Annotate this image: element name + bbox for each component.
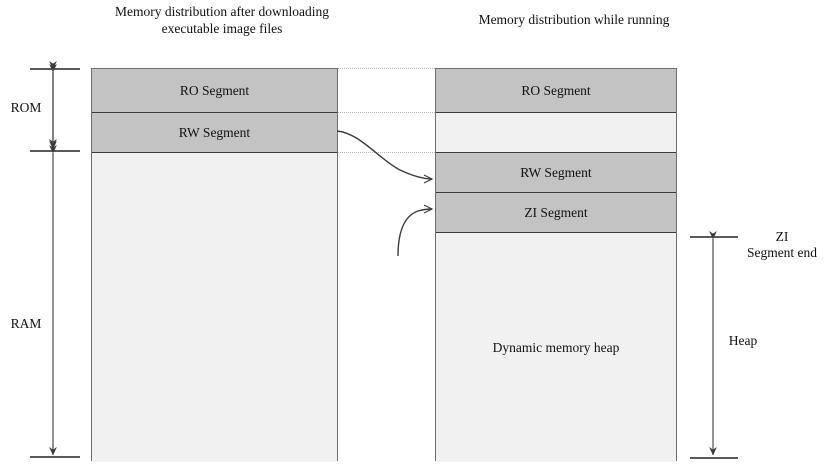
connector-dotted-line-top [338,68,435,69]
left-segment-ro: RO Segment [92,69,337,113]
right-segment-heap: Dynamic memory heap [436,233,676,462]
rom-bracket-bottom-tick [30,150,80,152]
zi-creation-arrow [397,209,432,257]
left-diagram-title: Memory distribution after downloading ex… [114,4,330,36]
heap-bracket-top-tick [690,236,738,238]
connector-dotted-line-middle [338,112,435,113]
heap-axis-label: Heap [728,333,758,348]
left-segment-free [92,153,337,462]
rom-bracket-top-tick [30,68,80,70]
ram-axis-label: RAM [10,316,42,331]
right-segment-zi: ZI Segment [436,193,676,233]
ram-bracket-bottom-tick [30,456,80,458]
connector-dotted-line-bottom [338,152,435,153]
rom-axis-label: ROM [10,100,42,115]
left-memory-block: RO Segment RW Segment [91,68,338,462]
zi-segment-end-label: ZI Segment end [746,229,818,260]
left-segment-rw: RW Segment [92,113,337,153]
heap-bracket-bottom-tick [690,457,738,459]
rw-relocation-arrow [336,130,432,179]
right-segment-ro: RO Segment [436,69,676,113]
right-segment-rw: RW Segment [436,153,676,193]
right-segment-gap [436,113,676,153]
right-memory-block: RO Segment RW Segment ZI Segment Dynamic… [435,68,677,462]
right-diagram-title: Memory distribution while running [478,12,670,27]
